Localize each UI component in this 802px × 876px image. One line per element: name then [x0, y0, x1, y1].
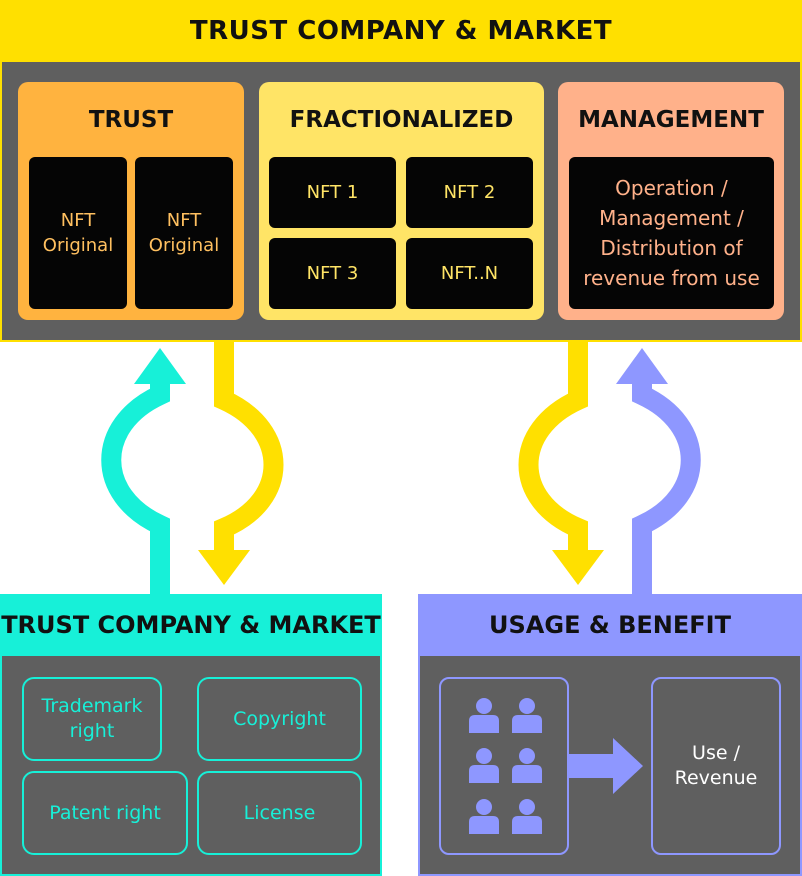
- person-icon: [469, 799, 499, 834]
- lavender-up-arrow: [632, 382, 701, 594]
- person-icon: [469, 698, 499, 733]
- bottom-right-title: USAGE & BENEFIT: [418, 594, 802, 656]
- trust-title: TRUST: [88, 107, 174, 133]
- top-title: TRUST COMPANY & MARKET: [0, 0, 802, 62]
- person-icon: [512, 698, 542, 733]
- patent-right-card: Patent right: [22, 771, 188, 855]
- nft-original-card-1: NFT Original: [29, 157, 127, 309]
- nft-card-2: NFT 2: [406, 157, 533, 228]
- yellow-down-arrowhead-right: [552, 550, 604, 585]
- cyan-up-arrow: [101, 382, 170, 594]
- fractionalized-panel: FRACTIONALIZED NFT 1 NFT 2 NFT 3 NFT..N: [259, 82, 544, 320]
- fractionalized-title: FRACTIONALIZED: [289, 107, 514, 133]
- yellow-down-arrowhead-left: [198, 550, 250, 585]
- person-icon: [512, 799, 542, 834]
- nft-card-1: NFT 1: [269, 157, 396, 228]
- yellow-down-arrow-right: [518, 342, 588, 552]
- bottom-left-body: [0, 656, 382, 876]
- nft-original-card-2: NFT Original: [135, 157, 233, 309]
- use-revenue-card: Use / Revenue: [651, 677, 781, 855]
- bottom-left-title: TRUST COMPANY & MARKET: [0, 594, 382, 656]
- management-title: MANAGEMENT: [578, 107, 764, 133]
- people-group: [469, 698, 542, 834]
- yellow-down-arrow-left: [214, 342, 284, 552]
- users-card: [439, 677, 569, 855]
- lavender-up-arrowhead: [616, 348, 668, 384]
- copyright-card: Copyright: [197, 677, 362, 761]
- trust-panel: TRUST NFT Original NFT Original: [18, 82, 244, 320]
- nft-card-n: NFT..N: [406, 238, 533, 309]
- person-icon: [469, 748, 499, 783]
- management-description: Operation / Management / Distribution of…: [569, 157, 774, 309]
- nft-card-3: NFT 3: [269, 238, 396, 309]
- cyan-up-arrowhead: [134, 348, 186, 384]
- person-icon: [512, 748, 542, 783]
- management-panel: MANAGEMENT Operation / Management / Dist…: [558, 82, 784, 320]
- trademark-right-card: Trademark right: [22, 677, 162, 761]
- license-card: License: [197, 771, 362, 855]
- right-arrow-icon: [569, 738, 643, 794]
